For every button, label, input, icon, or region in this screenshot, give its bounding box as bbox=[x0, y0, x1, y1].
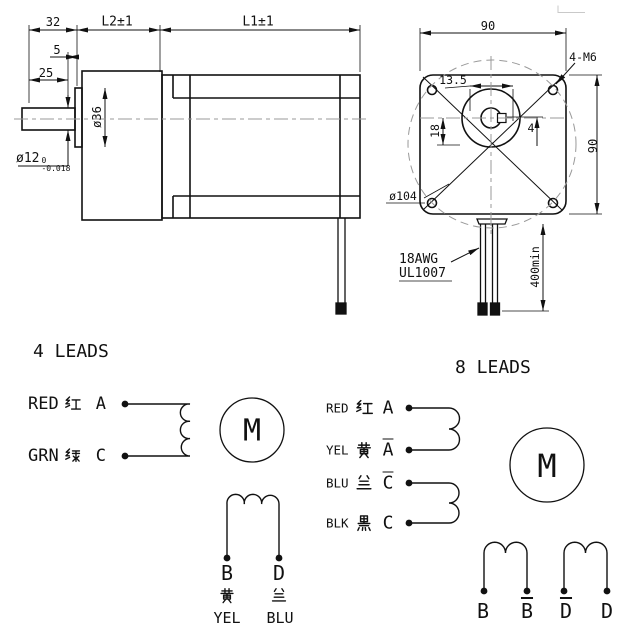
hanzi-huang-icon bbox=[355, 441, 373, 459]
wire-color-code: BLK bbox=[326, 515, 349, 531]
wire-color-code: YEL bbox=[326, 442, 349, 458]
terminal-dots-4leads bbox=[121, 400, 283, 562]
motor-symbol-4leads: M bbox=[242, 413, 262, 449]
wire-color-code: RED bbox=[326, 400, 349, 416]
dim-gearbox-length: L2±1 bbox=[101, 14, 133, 30]
wire-color-code: BLU bbox=[326, 475, 349, 491]
terminal-dots-8leads bbox=[405, 404, 611, 595]
eight-leads-terminal-abar: YEL A bbox=[326, 440, 393, 461]
hanzi-huang-icon bbox=[219, 588, 236, 605]
motor-symbol-8leads: M bbox=[537, 447, 557, 485]
eight-leads-terminal-cbar: BLU C bbox=[326, 473, 393, 494]
phase-ac-coil bbox=[125, 403, 191, 457]
coil-cbar-c bbox=[409, 482, 460, 524]
eight-leads-title: 8 LEADS bbox=[455, 357, 531, 378]
side-view-drawing bbox=[18, 25, 361, 315]
wire-color-code: RED bbox=[28, 394, 59, 414]
label-mount-holes: 4-M6 bbox=[569, 50, 597, 64]
eight-leads-schematic bbox=[405, 404, 611, 595]
dim-center-offset: 18 bbox=[428, 124, 442, 138]
shaft-dia-tol-lower: -0.018 bbox=[41, 164, 71, 173]
coil-a-abar bbox=[409, 407, 461, 451]
centerlines bbox=[14, 56, 577, 236]
terminal-d-color: BLU bbox=[266, 609, 294, 627]
terminal-b-color: YEL bbox=[213, 609, 241, 627]
phase-bd-coil bbox=[226, 493, 280, 558]
hanzi-hong-icon bbox=[64, 395, 81, 413]
wire-standard: UL1007 bbox=[399, 265, 446, 281]
dim-motor-length: L1±1 bbox=[242, 14, 274, 30]
phase-label: A bbox=[382, 397, 394, 419]
eight-leads-terminal-c: BLK C bbox=[326, 513, 393, 534]
phase-label: C bbox=[382, 512, 394, 534]
dim-lead-length: 400min bbox=[528, 246, 542, 288]
side-view-cable bbox=[335, 218, 347, 315]
dim-frame-width: 90 bbox=[480, 19, 496, 33]
label-diagonal-diameter: ø104 bbox=[389, 189, 417, 203]
hanzi-lan-icon bbox=[355, 474, 373, 492]
motor-circle-4leads bbox=[219, 397, 285, 463]
terminal-b-label: B bbox=[220, 561, 234, 585]
front-view-diagonals bbox=[422, 76, 563, 211]
wire-gauge: 18AWG bbox=[399, 252, 439, 267]
four-leads-terminal-c: GRN C bbox=[28, 446, 106, 466]
terminal-dbar-label: D bbox=[559, 599, 573, 623]
label-wire-spec: 18AWG UL1007 bbox=[399, 253, 446, 280]
dim-pilot-diameter: ø36 bbox=[90, 106, 104, 128]
terminal-bbar-label: B bbox=[520, 599, 534, 623]
wire-color-code: GRN bbox=[28, 446, 59, 466]
front-view-leads bbox=[476, 218, 508, 316]
dim-key-depth: 4 bbox=[527, 121, 535, 135]
shaft-dia-tol-upper: 0 bbox=[41, 156, 47, 165]
terminal-d-label: D bbox=[600, 599, 614, 623]
dim-keyway: 13.5 bbox=[439, 73, 467, 87]
motor-circle-8leads bbox=[509, 427, 585, 503]
phase-label-overline: A bbox=[382, 439, 394, 461]
hanzi-hong-icon bbox=[355, 399, 373, 417]
hanzi-lu-icon bbox=[64, 447, 81, 465]
dim-shaft-extension: 25 bbox=[38, 66, 54, 80]
coil-dbar-d bbox=[563, 541, 608, 591]
terminal-b-label: B bbox=[476, 599, 490, 623]
four-leads-terminal-a: RED A bbox=[28, 394, 106, 414]
phase-label: A bbox=[95, 394, 106, 414]
terminal-d-label: D bbox=[272, 561, 286, 585]
coil-b-bbar bbox=[483, 541, 528, 591]
dim-frame-height: 90 bbox=[586, 138, 600, 154]
four-leads-schematic bbox=[121, 397, 285, 562]
shaft-dia-nominal: ø12 bbox=[16, 151, 40, 166]
dim-shaft-length: 32 bbox=[45, 15, 61, 29]
hanzi-lan-icon bbox=[271, 588, 288, 605]
dim-flange-thickness: 5 bbox=[53, 43, 61, 57]
hanzi-hei-icon bbox=[355, 514, 373, 532]
four-leads-title: 4 LEADS bbox=[33, 341, 109, 362]
faint-corner-mark bbox=[557, 5, 585, 13]
eight-leads-terminal-a: RED A bbox=[326, 398, 393, 419]
bolt-circle-dashed bbox=[407, 59, 577, 229]
phase-label: C bbox=[95, 446, 106, 466]
phase-label-overline: C bbox=[382, 472, 394, 494]
